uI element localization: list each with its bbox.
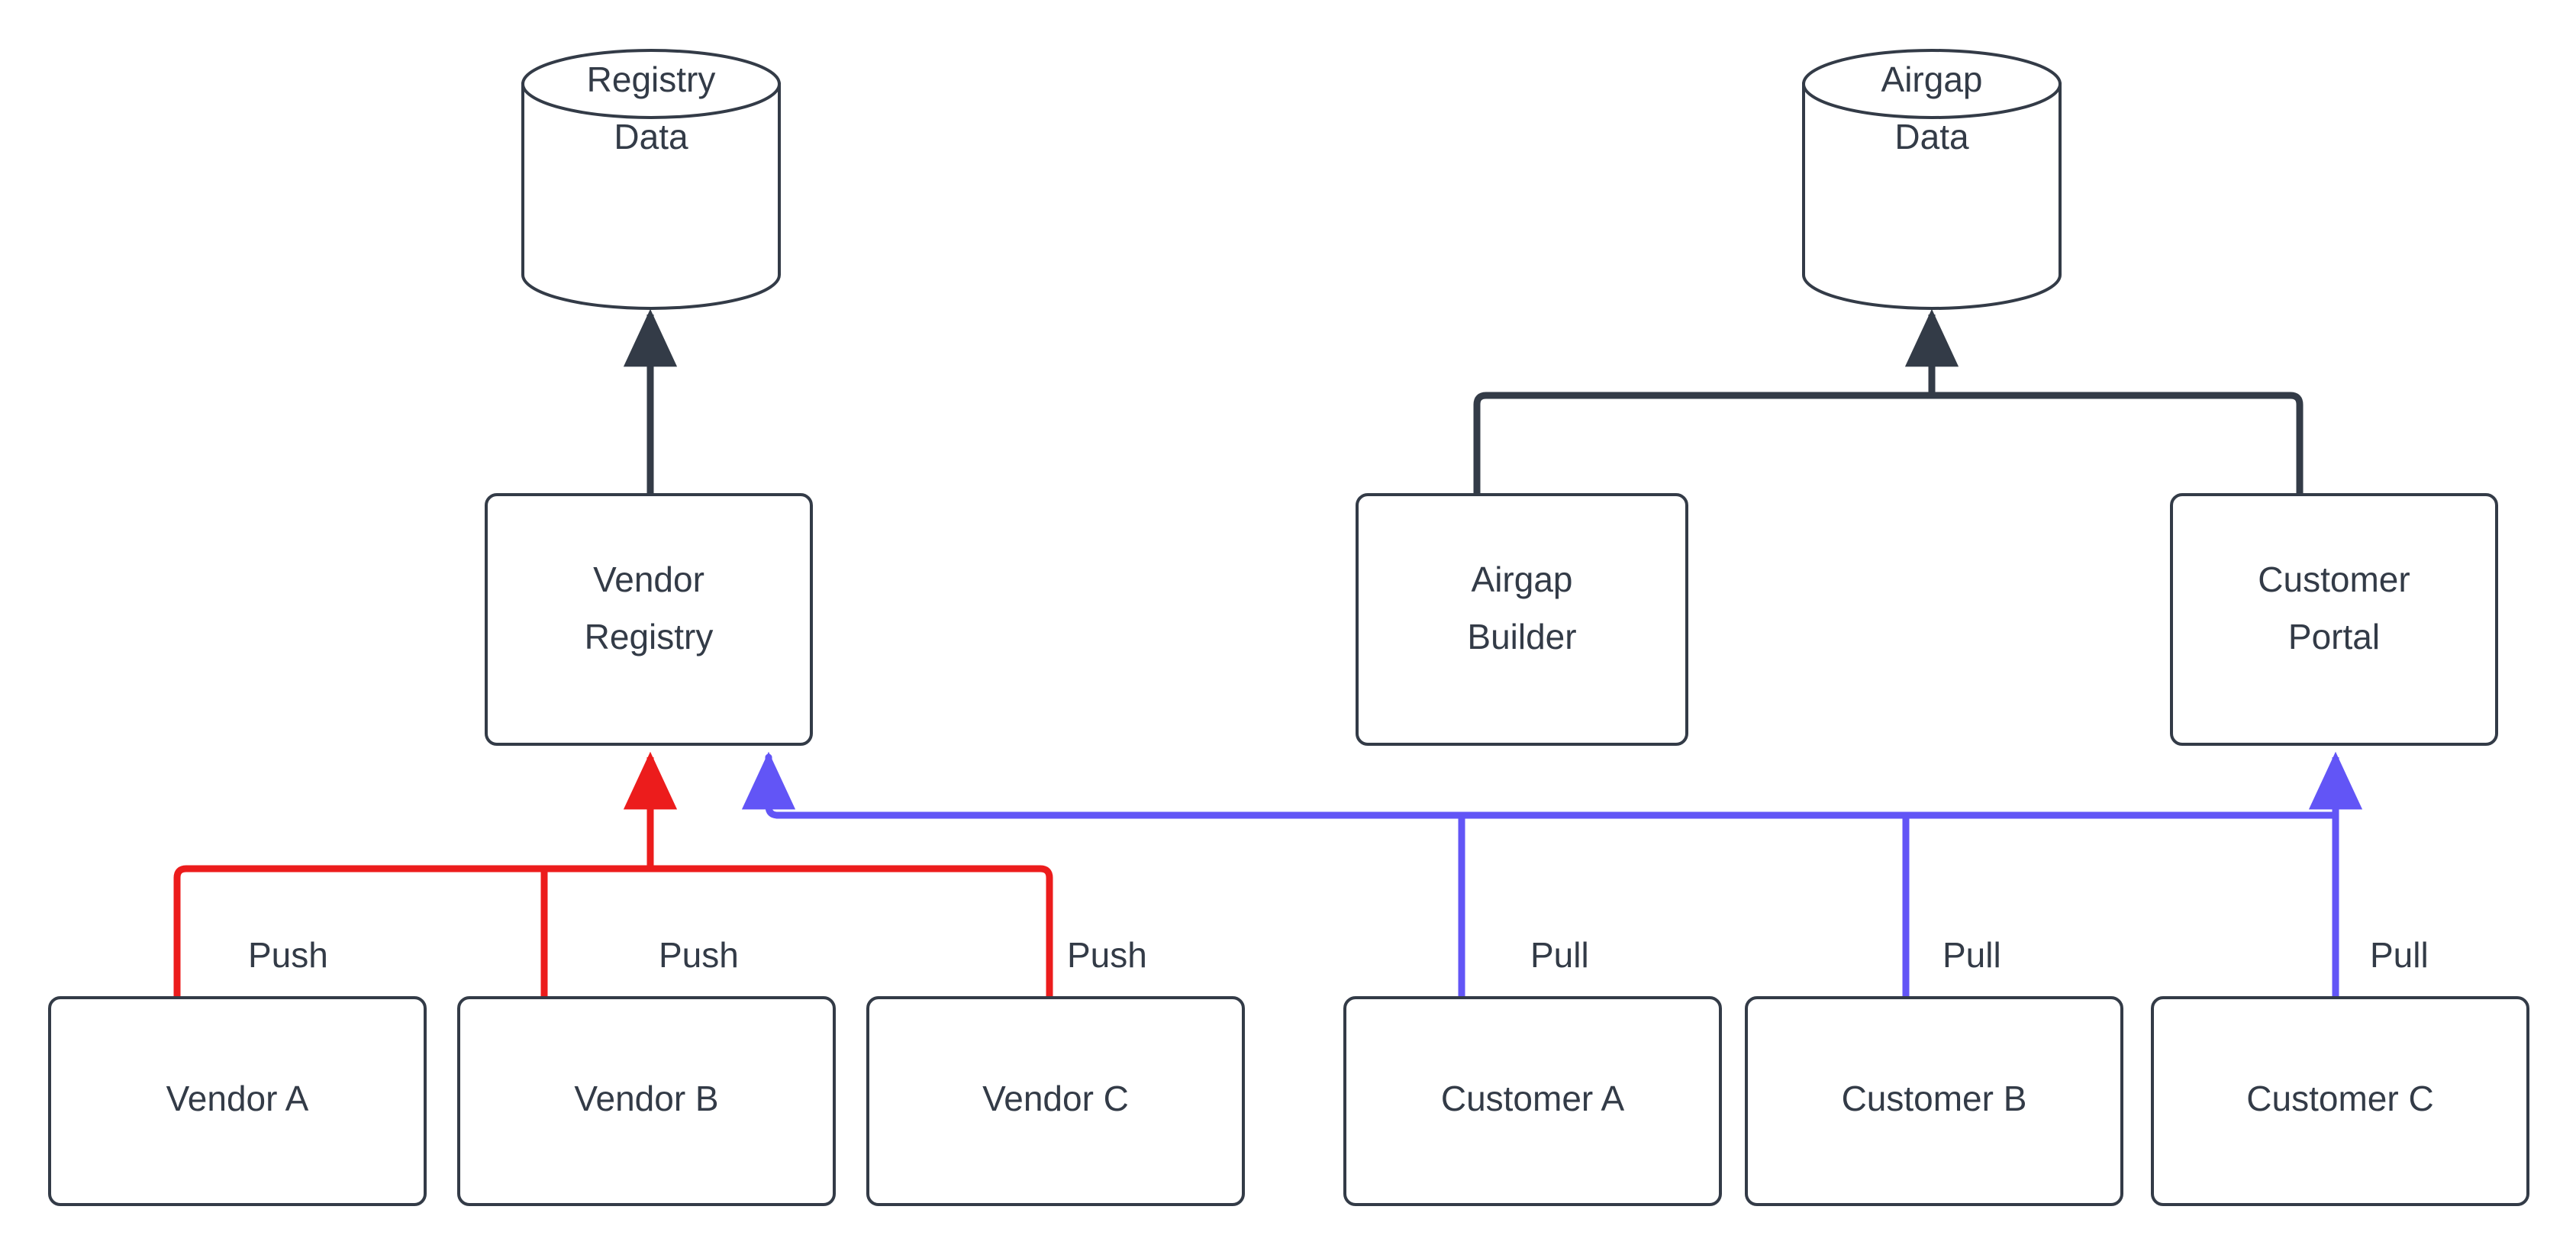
cylinder-top [1802,49,2062,119]
airgap-data-label-line1: Airgap [1881,60,1983,99]
edge-label-pull-a: Pull [1530,935,1589,975]
node-customer-b[interactable]: Customer B [1745,996,2123,1206]
customer-portal-label-line1: Customer [2258,560,2410,599]
registry-data-label-line2: Data [614,117,688,156]
node-vendor-b[interactable]: Vendor B [457,996,836,1206]
customer-portal-label-line2: Portal [2288,617,2380,656]
node-vendor-c[interactable]: Vendor C [866,996,1245,1206]
edge-airgap-builder-to-airgap-data [1473,392,1933,498]
airgap-data-label-line2: Data [1894,117,1969,156]
customer-b-label: Customer B [1842,1079,2027,1118]
node-customer-c[interactable]: Customer C [2151,996,2529,1206]
cylinder-top [521,49,781,119]
edge-label-push-b: Push [659,935,739,975]
node-box [1745,996,2123,1206]
node-box [457,996,836,1206]
node-vendor-registry[interactable]: Vendor Registry [485,493,813,746]
vendor-registry-label-line2: Registry [585,617,714,656]
node-box [48,996,427,1206]
edge-label-push-c: Push [1067,935,1147,975]
edge-customer-portal-to-airgap-data [1926,392,2304,498]
node-airgap-data[interactable]: Airgap Data [1802,49,2062,310]
edge-label-pull-b: Pull [1942,935,2001,975]
vendor-a-label: Vendor A [166,1079,309,1118]
node-box [485,493,813,746]
node-vendor-a[interactable]: Vendor A [48,996,427,1206]
vendor-b-label: Vendor B [574,1079,718,1118]
node-airgap-builder[interactable]: Airgap Builder [1356,493,1688,746]
customer-a-label: Customer A [1441,1079,1625,1118]
edge-push-bus [173,865,1053,1002]
vendor-c-label: Vendor C [982,1079,1129,1118]
edge-pull-bus [765,753,2339,819]
airgap-builder-label-line2: Builder [1467,617,1576,656]
node-customer-portal[interactable]: Customer Portal [2170,493,2498,746]
node-box [2170,493,2498,746]
cylinder-body [521,82,781,310]
registry-data-label-line1: Registry [587,60,716,99]
node-box [2151,996,2529,1206]
node-box [866,996,1245,1206]
vendor-registry-label-line1: Vendor [593,560,704,599]
node-box [1343,996,1722,1206]
airgap-builder-label-line1: Airgap [1472,560,1573,599]
edge-label-pull-c: Pull [2370,935,2429,975]
node-registry-data[interactable]: Registry Data [521,49,781,310]
edge-label-push-a: Push [248,935,328,975]
cylinder-body [1802,82,2062,310]
node-box [1356,493,1688,746]
customer-c-label: Customer C [2246,1079,2433,1118]
node-customer-a[interactable]: Customer A [1343,996,1722,1206]
